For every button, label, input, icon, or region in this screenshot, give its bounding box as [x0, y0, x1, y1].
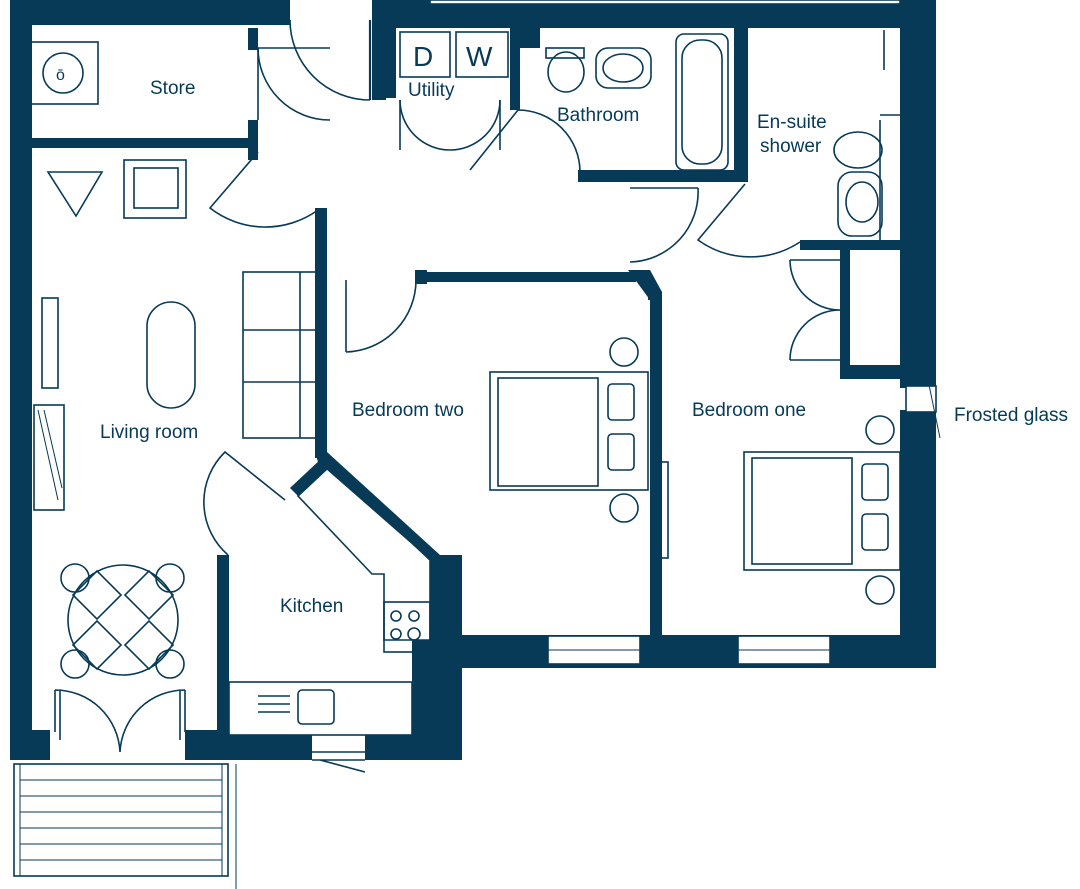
furniture: ō D W: [13, 30, 901, 889]
dishwasher: [399, 31, 451, 78]
entrance-door: [289, 19, 371, 101]
top-window: [429, 0, 901, 5]
ensuite-label-line1: En-suite: [757, 112, 827, 133]
utility-label: Utility: [408, 80, 455, 101]
kitchen-counter-diagonal: [296, 464, 431, 641]
kitchen-window: [312, 751, 366, 773]
shower-screen: [879, 30, 900, 240]
frosted-glass-label: Frosted glass: [954, 405, 1068, 426]
bedroom-one-door: [629, 187, 699, 263]
bedroom-two-label: Bedroom two: [352, 400, 464, 421]
basin-bathroom: [595, 47, 652, 89]
bathroom-label: Bathroom: [557, 105, 639, 126]
utility-door: [399, 99, 501, 151]
kitchen-door: [203, 450, 286, 556]
doors: [54, 19, 841, 773]
balcony: [13, 763, 229, 877]
ensuite-label-line2: shower: [760, 136, 822, 157]
armchair: [123, 159, 187, 219]
kitchen-label: Kitchen: [280, 596, 343, 617]
room-labels: Store Utility Bathroom En-suite shower L…: [100, 78, 1068, 617]
sofa: [242, 271, 319, 439]
lamp-table: [46, 171, 104, 218]
ensuite-door: [696, 183, 801, 258]
dishwasher-label: D: [413, 41, 433, 72]
washer-label: W: [466, 41, 493, 72]
kitchen-sink: [297, 689, 335, 725]
hob: [383, 601, 431, 653]
toilet-ensuite: [833, 131, 883, 169]
boiler: [29, 41, 99, 105]
bed-bedroom-two: [489, 371, 649, 491]
windows: [33, 0, 941, 665]
frosted-window: [905, 385, 937, 413]
wardrobe-rail: [659, 461, 669, 559]
store-label: Store: [150, 78, 195, 99]
bed-bedroom-one: [743, 451, 901, 571]
washer: [455, 31, 509, 78]
dining-table: [67, 564, 179, 676]
wardrobe-doors: [789, 259, 841, 361]
living-room-door: [208, 151, 319, 228]
bathtub: [675, 33, 729, 171]
living-room-label: Living room: [100, 422, 198, 443]
bedroom-one-label: Bedroom one: [692, 400, 806, 421]
kitchen-counter-bottom: [228, 681, 413, 736]
svg-text:ō: ō: [56, 67, 65, 84]
bathroom-door: [469, 109, 581, 173]
coffee-table: [146, 301, 196, 409]
toilet-bathroom: [547, 51, 585, 93]
living-window-left: [41, 297, 59, 389]
balcony-door: [54, 689, 186, 753]
bedroom-two-door: [345, 279, 417, 353]
basin-ensuite: [837, 171, 883, 237]
store-door: [257, 47, 331, 121]
walls: [10, 0, 936, 760]
